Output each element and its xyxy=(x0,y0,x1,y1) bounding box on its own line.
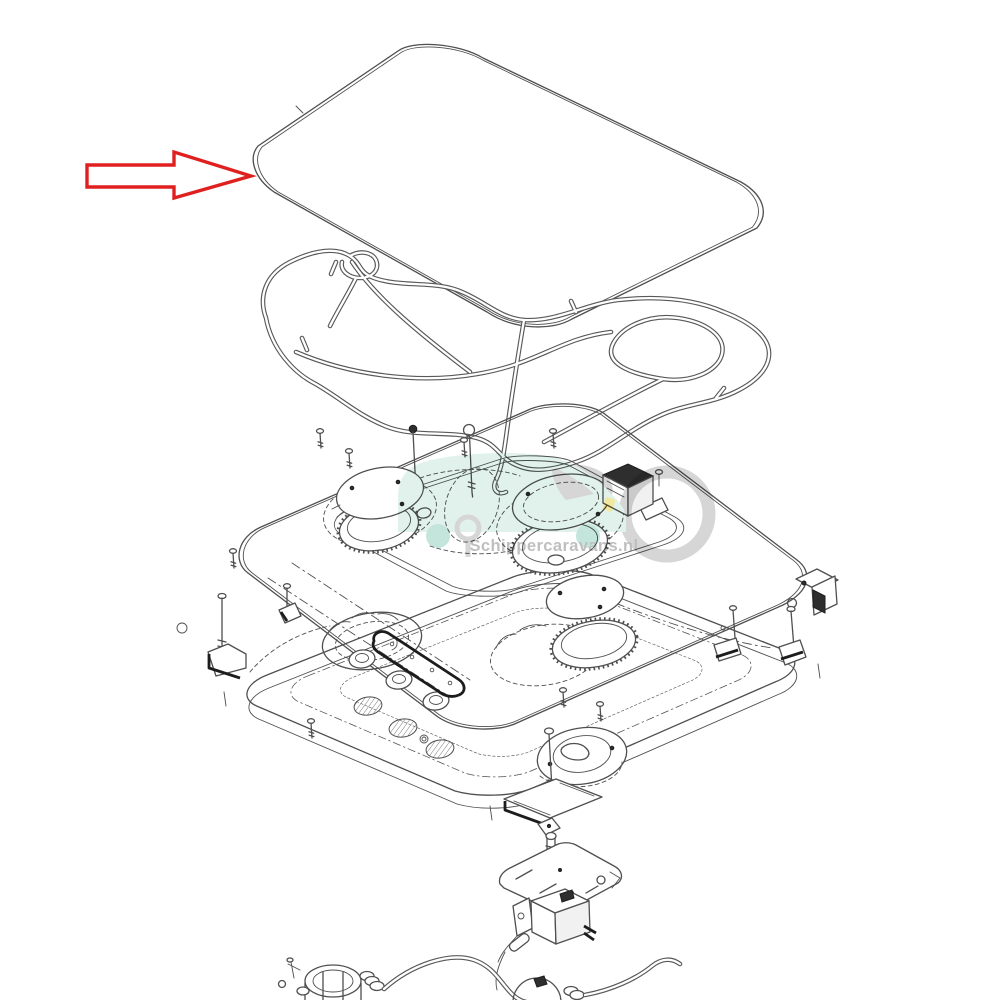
wire-connector xyxy=(508,933,530,952)
burner-lower xyxy=(306,574,639,739)
watermark: Schippercaravans.nl xyxy=(398,453,716,563)
gas-pipe-assembly xyxy=(277,933,683,1000)
watermark-headlight xyxy=(602,497,616,512)
control-panel-strip xyxy=(371,630,466,698)
watermark-url-text: Schippercaravans.nl xyxy=(469,537,638,555)
pan-foot-channel xyxy=(503,778,603,828)
mounting-bracket-left xyxy=(176,548,302,680)
gas-jets-hatched xyxy=(353,696,455,759)
gas-pipe xyxy=(381,955,528,1000)
mounting-clamp-small xyxy=(713,605,742,662)
pan-rim-edge xyxy=(489,805,493,821)
watermark-van-body xyxy=(398,453,626,532)
threaded-coupler xyxy=(359,970,385,992)
mounting-bracket-right xyxy=(778,568,839,666)
lid-hinge-tab xyxy=(295,105,304,114)
watermark-hub-ring xyxy=(454,514,482,542)
thermocouple-port xyxy=(547,554,565,566)
washer xyxy=(176,622,188,634)
base-pan xyxy=(223,569,821,821)
ignition-wire xyxy=(495,951,506,991)
threaded-coupler-right xyxy=(563,985,585,1000)
watermark-wheel xyxy=(426,524,450,548)
gas-pipe-right xyxy=(582,957,683,998)
microswitch xyxy=(497,888,597,963)
bracket-foot xyxy=(207,643,247,677)
burner-base-plate xyxy=(545,574,625,620)
ignition-bracket xyxy=(639,497,669,521)
pan-drip-contour xyxy=(249,625,331,673)
watermark-wheel xyxy=(576,524,600,548)
burner-tab xyxy=(331,504,345,518)
pointer-arrow xyxy=(85,149,257,201)
glass-lid xyxy=(252,43,764,328)
control-valve-cluster xyxy=(321,611,466,759)
pan-burner-cutout xyxy=(321,611,423,671)
switch-flange xyxy=(512,897,534,937)
pan-rim-edge xyxy=(817,663,821,679)
burner-ring xyxy=(551,619,637,669)
bracket-hole xyxy=(596,875,606,885)
kidney-slot xyxy=(560,742,590,761)
arrow-right-icon xyxy=(85,149,257,201)
pan-rim-edge xyxy=(223,691,227,707)
gas-valve-knob-stems xyxy=(348,649,450,711)
plate-edge-dashes-right xyxy=(597,595,773,649)
